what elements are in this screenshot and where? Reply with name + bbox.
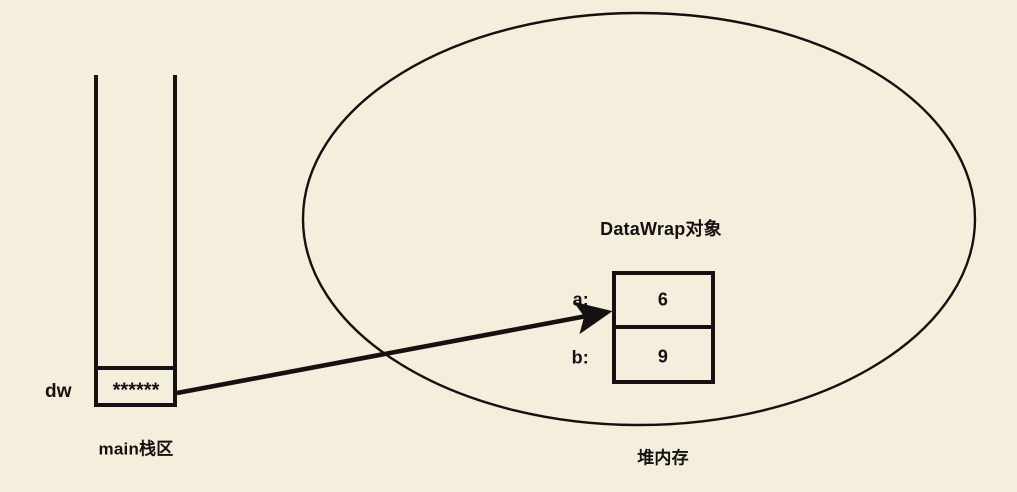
field-value-b: 9 [657, 346, 669, 367]
field-value-a: 6 [657, 289, 669, 310]
stack-region-label: main栈区 [98, 439, 174, 459]
stack-variable-value: ****** [112, 379, 160, 402]
field-name-b: b: [571, 347, 589, 368]
stack-container [94, 75, 177, 407]
heap-region-label: 堆内存 [637, 448, 689, 468]
reference-arrow [176, 301, 613, 396]
datawrap-object-box [612, 271, 715, 384]
stack-variable-label: dw [45, 381, 72, 402]
object-title-label: DataWrap对象 [600, 219, 722, 239]
field-name-a: a: [572, 289, 589, 310]
heap-memory-boundary [301, 11, 977, 427]
